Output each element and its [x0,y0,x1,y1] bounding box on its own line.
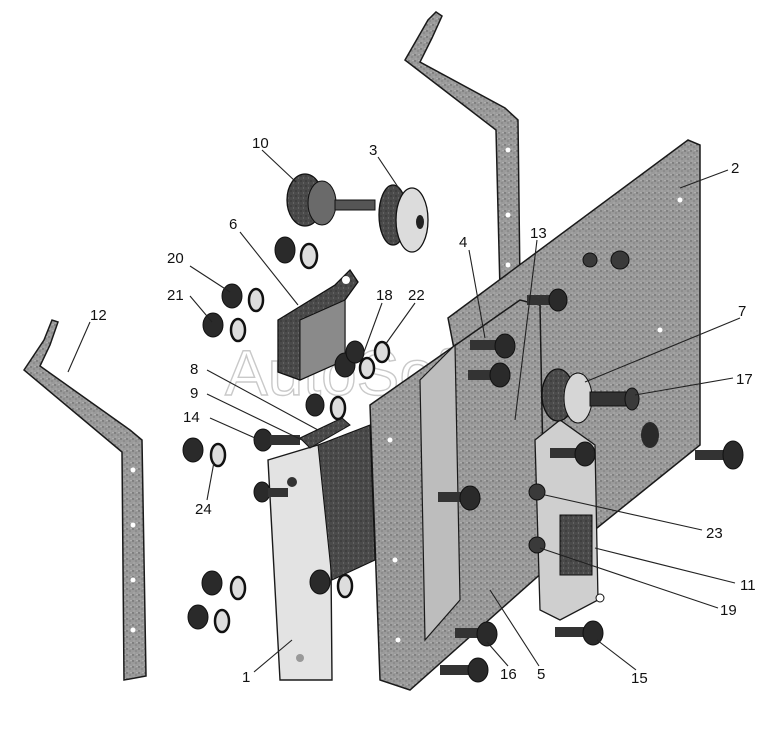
bolt-slide [550,441,596,467]
nut-18 [334,352,376,380]
callout-10: 10 [252,135,269,152]
bolt-14 [253,428,300,452]
callout-23: 23 [706,525,723,542]
callout-1: 1 [242,669,250,686]
bolt-4b [468,362,511,388]
nut-lower-l2 [187,604,231,634]
bolt-left-mid [253,481,288,503]
callout-17: 17 [736,371,753,388]
nut-lower-c [309,569,354,599]
callout-16: 16 [500,666,517,683]
nut-20 [221,283,265,313]
bolt-right-plate [695,440,744,470]
callout-12: 12 [90,307,107,324]
part-7-cylinder [541,368,640,424]
part-top-bracket [404,11,521,291]
part-8-9-clamp [299,417,351,449]
callout-8: 8 [190,361,198,378]
callout-4: 4 [459,234,467,251]
nuts-and-washers [182,236,391,634]
bolt-4a [470,333,516,359]
bolt-16a [455,621,498,647]
callout-24: 24 [195,501,212,518]
part-10-rubber-stop [286,173,376,227]
nut-21 [202,312,247,343]
callout-7: 7 [738,303,746,320]
leader-lines [67,149,741,673]
callout-19: 19 [720,602,737,619]
part-6-lever-bracket [277,268,359,381]
callout-15: 15 [631,670,648,687]
part-12-left-bracket [23,319,147,681]
callout-11: 11 [740,577,756,594]
callout-14: 14 [183,409,200,426]
nut-8 [305,393,347,421]
callout-20: 20 [167,250,184,267]
callout-3: 3 [369,142,377,159]
callout-13: 13 [530,225,547,242]
callout-5: 5 [537,666,545,683]
bolts [253,288,744,683]
callout-9: 9 [190,385,198,402]
bolt-15 [555,620,604,646]
callout-22: 22 [408,287,425,304]
callout-21: 21 [167,287,184,304]
callout-6: 6 [229,216,237,233]
bolt-13 [527,288,568,312]
nut-18b [345,340,391,364]
callout-labels: 10 3 2 6 4 13 20 21 18 22 12 7 8 17 9 14… [90,135,756,687]
part-3-damper [378,184,429,253]
bolt-center [438,485,481,511]
nut-lower-l1 [201,570,247,601]
nut-24 [182,437,227,468]
callout-18: 18 [376,287,393,304]
bolt-16b [440,657,489,683]
callout-2: 2 [731,160,739,177]
part-1-l-bracket [267,424,376,681]
part-11-side-bracket [528,419,605,621]
nut-pair-10 [274,236,319,270]
